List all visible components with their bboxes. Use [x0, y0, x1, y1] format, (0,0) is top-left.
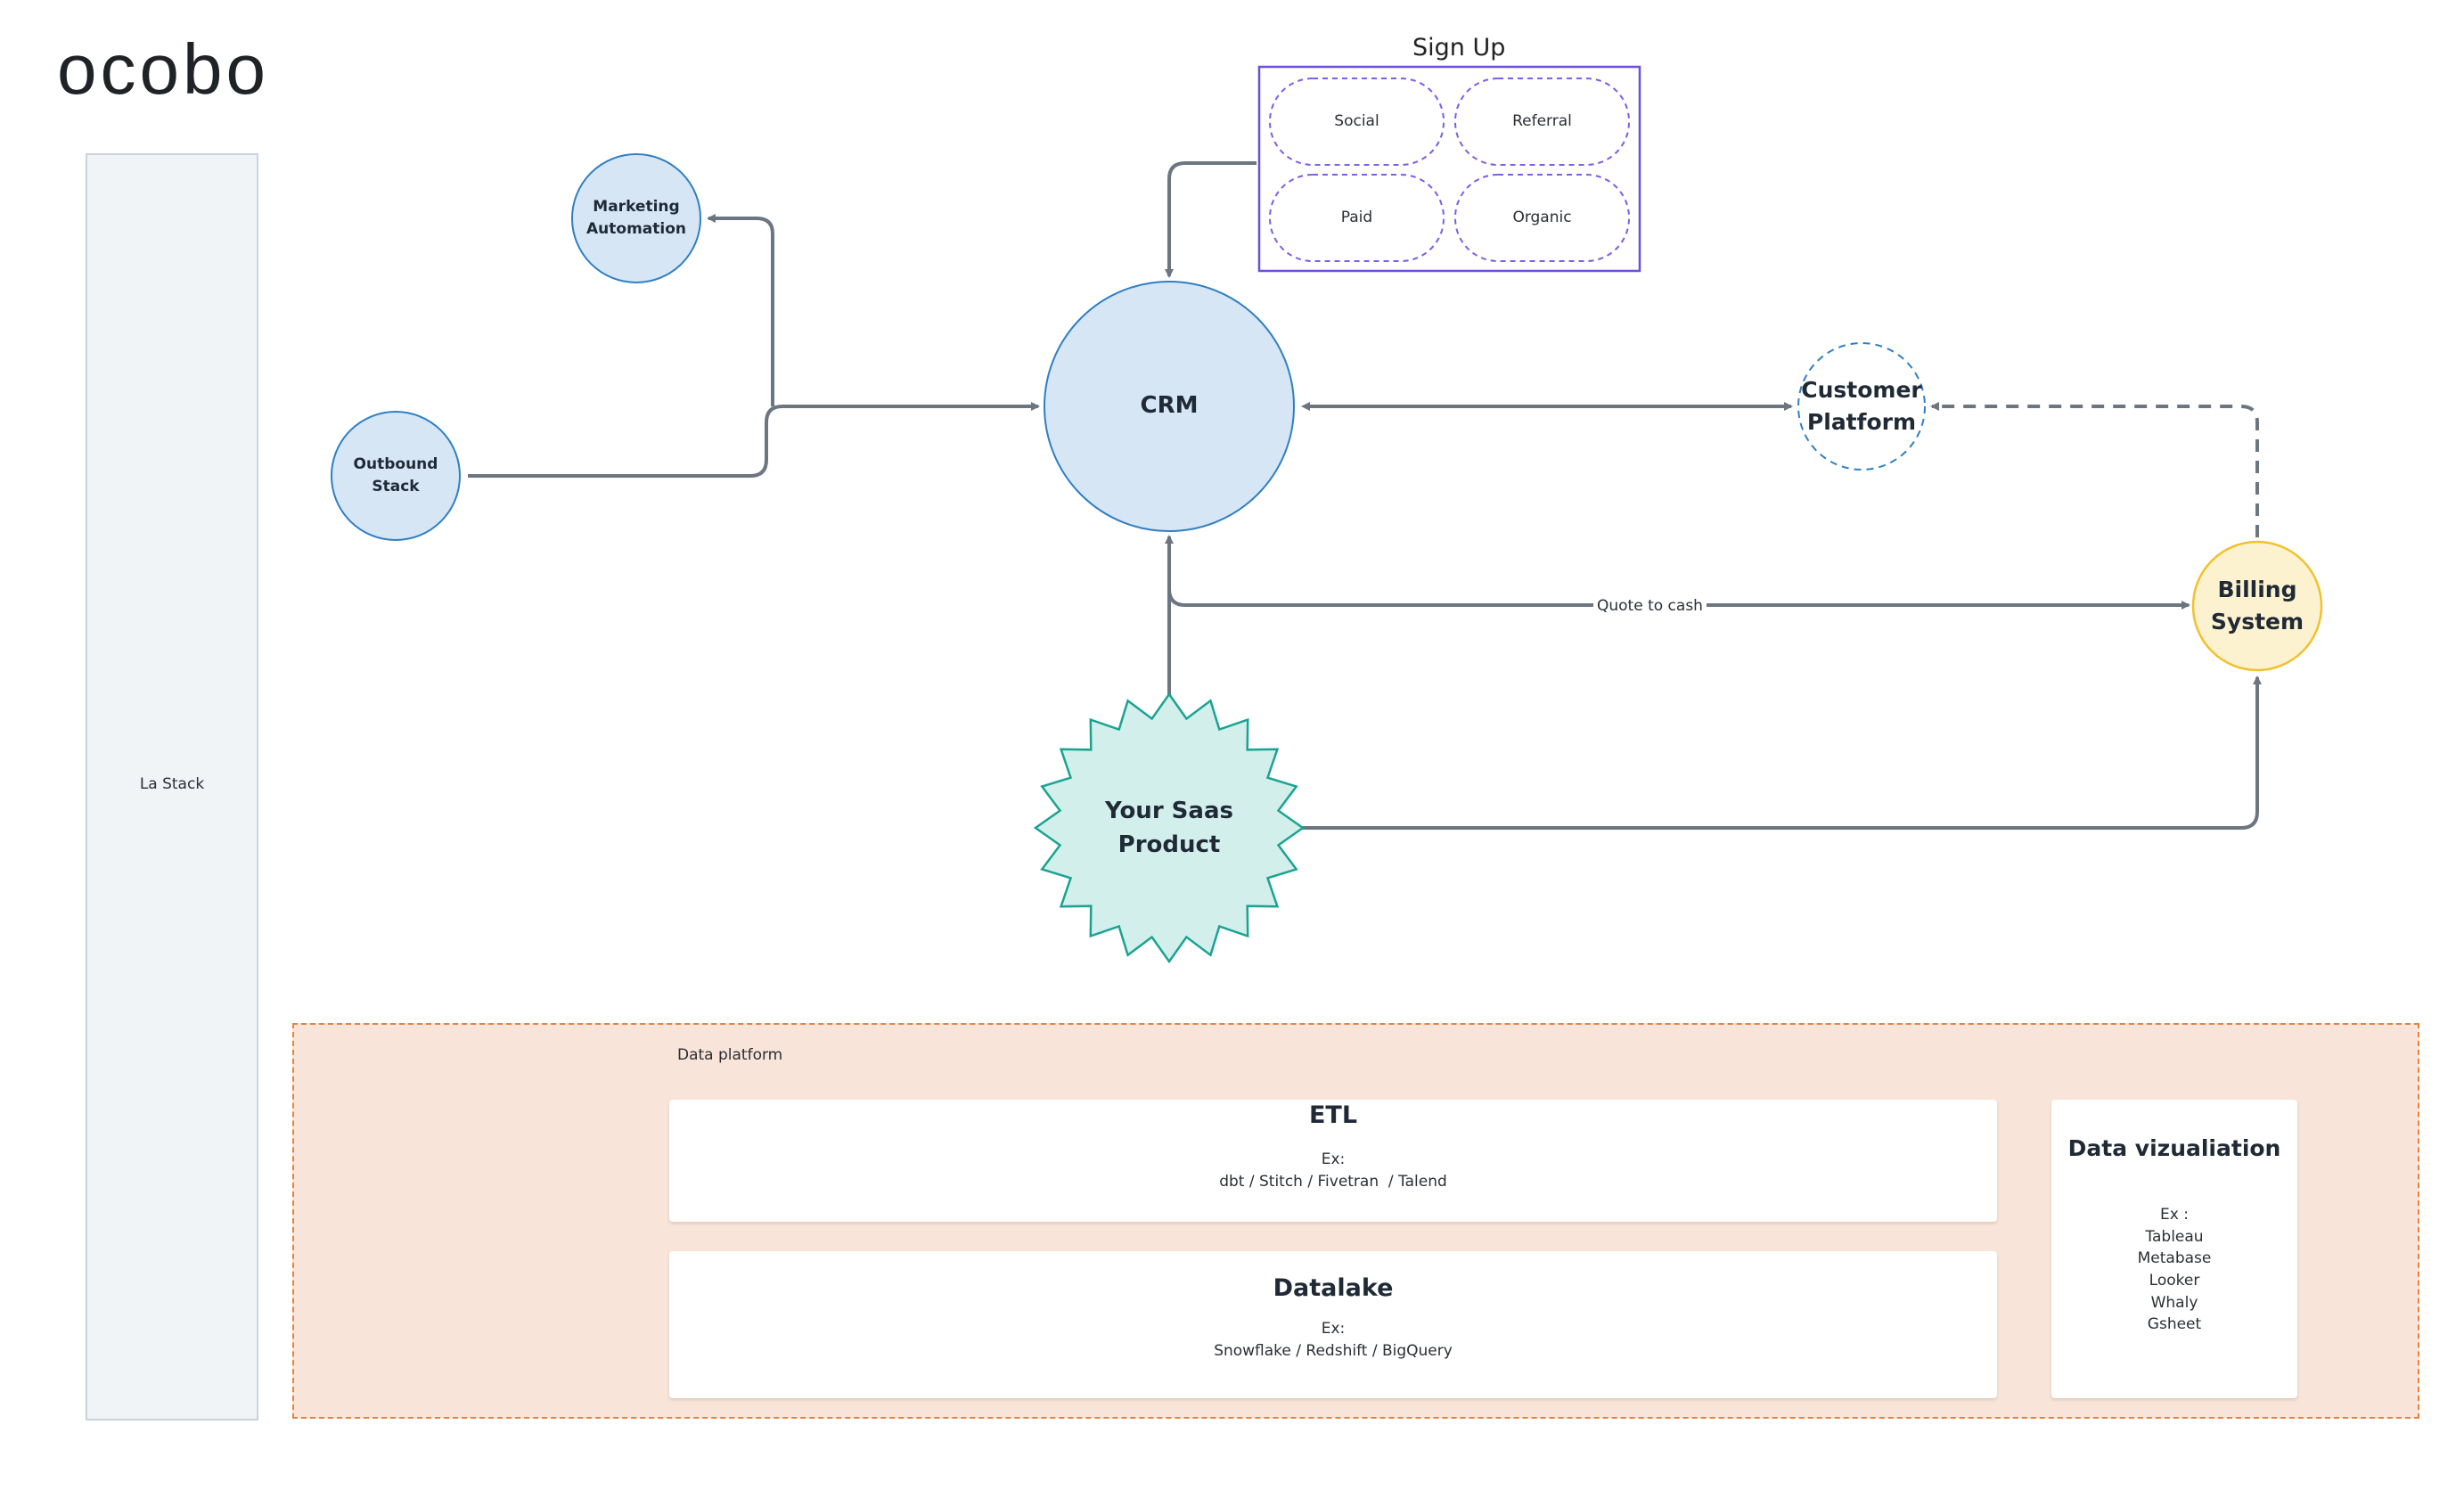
datalake-example-label: Ex:	[1321, 1320, 1346, 1338]
outbound-stack-label: Outbound Stack	[353, 455, 438, 495]
signup-pill-paid	[1269, 174, 1445, 262]
dataviz-example-label: Ex :	[2160, 1206, 2189, 1224]
crm-node	[1044, 281, 1295, 532]
etl-tools: dbt / Stitch / Fivetran / Talend	[1219, 1172, 1447, 1191]
saas-product-label: Your Saas Product	[1105, 798, 1233, 858]
stack-panel	[86, 153, 258, 1420]
billing-system-node	[2191, 540, 2323, 672]
marketing-automation-label: Marketing Automation	[586, 198, 686, 238]
outbound-stack-node	[331, 411, 461, 541]
etl-card: ETL Ex: dbt / Stitch / Fivetran / Talend	[669, 1100, 1997, 1222]
dataviz-card: Data vizualiation Ex : Tableau Metabase …	[2051, 1100, 2297, 1398]
stack-panel-label: La Stack	[139, 775, 205, 793]
signup-pill-organic	[1454, 174, 1630, 262]
ocobo-logo: ocobo	[57, 29, 269, 109]
signup-channel-organic: Organic	[1512, 209, 1572, 226]
data-platform-label: Data platform	[677, 1046, 783, 1064]
quote-to-cash-label: Quote to cash	[1593, 597, 1707, 615]
etl-title: ETL	[1308, 1101, 1358, 1129]
dataviz-tool: Metabase	[2137, 1249, 2212, 1268]
outbound-to-crm-arrow	[468, 402, 1040, 478]
saas-product-node	[1033, 692, 1306, 964]
quote-to-cash-arrow	[1167, 539, 2190, 610]
signup-pill-referral	[1454, 78, 1630, 166]
billing-to-customer-platform-dashed-arrow	[1930, 402, 2259, 537]
signup-channel-paid: Paid	[1340, 209, 1373, 226]
dataviz-tool: Looker	[2149, 1271, 2200, 1289]
signup-pill-social	[1269, 78, 1445, 166]
signup-channel-social: Social	[1334, 112, 1379, 130]
customer-platform-node	[1797, 342, 1926, 471]
crm-label: CRM	[1140, 392, 1199, 420]
dataviz-tool: Tableau	[2145, 1227, 2204, 1246]
crm-to-marketing-arrow	[707, 214, 774, 406]
datalake-tools: Snowflake / Redshift / BigQuery	[1214, 1341, 1453, 1360]
signup-channel-referral: Referral	[1512, 112, 1572, 130]
signup-to-crm-arrow	[1165, 161, 1257, 278]
billing-system-label: Billing System	[2210, 576, 2304, 634]
datalake-card: Datalake Ex: Snowflake / Redshift / BigQ…	[669, 1251, 1997, 1398]
marketing-automation-node	[571, 153, 701, 283]
dataviz-title: Data vizualiation	[2067, 1135, 2281, 1161]
dataviz-tool: Gsheet	[2147, 1315, 2202, 1334]
signup-title: Sign Up	[1412, 34, 1506, 61]
saas-to-billing-arrow	[1294, 675, 2262, 830]
etl-example-label: Ex:	[1321, 1150, 1346, 1168]
dataviz-tool: Whaly	[2150, 1293, 2198, 1312]
customer-platform-label: Customer Platform	[1801, 376, 1922, 435]
datalake-title: Datalake	[1273, 1274, 1394, 1302]
